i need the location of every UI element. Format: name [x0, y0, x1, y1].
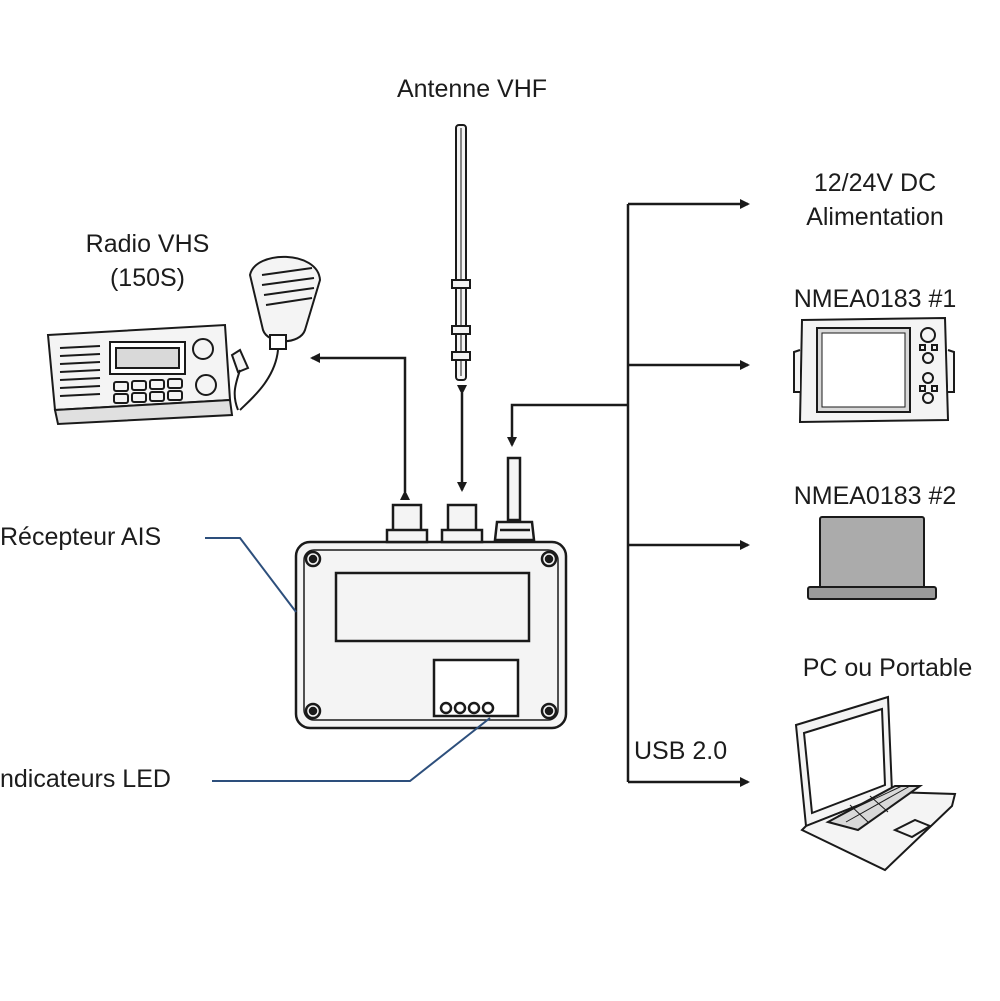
nmea2-label: NMEA0183 #2: [793, 482, 957, 510]
led-label: ndicateurs LED: [0, 765, 171, 793]
nmea2-device-icon: [807, 516, 937, 600]
radio-label-line2: (150S): [109, 264, 186, 292]
radio-label-line1: Radio VHS: [85, 230, 210, 258]
laptop-icon: [794, 695, 957, 872]
led-leader-line: [212, 717, 491, 782]
radio-link-arrow: [310, 353, 410, 500]
power-label-line2: Alimentation: [806, 203, 944, 231]
vhf-antenna-icon: [451, 124, 471, 381]
antenna-label: Antenne VHF: [396, 75, 548, 103]
usb-label: USB 2.0: [634, 737, 728, 765]
ais-receiver-icon: [294, 456, 568, 730]
nmea1-device-icon: [793, 316, 955, 424]
receiver-label: Récepteur AIS: [0, 523, 162, 551]
receiver-leader-line: [205, 537, 297, 613]
pc-label: PC ou Portable: [802, 654, 973, 682]
power-feed-arrow: [507, 403, 628, 447]
nmea1-label: NMEA0183 #1: [793, 285, 957, 313]
power-label-line1: 12/24V DC: [813, 169, 937, 197]
vhf-radio-icon: [46, 255, 322, 426]
leader-lines: [205, 537, 491, 782]
connection-lines: [310, 199, 750, 787]
